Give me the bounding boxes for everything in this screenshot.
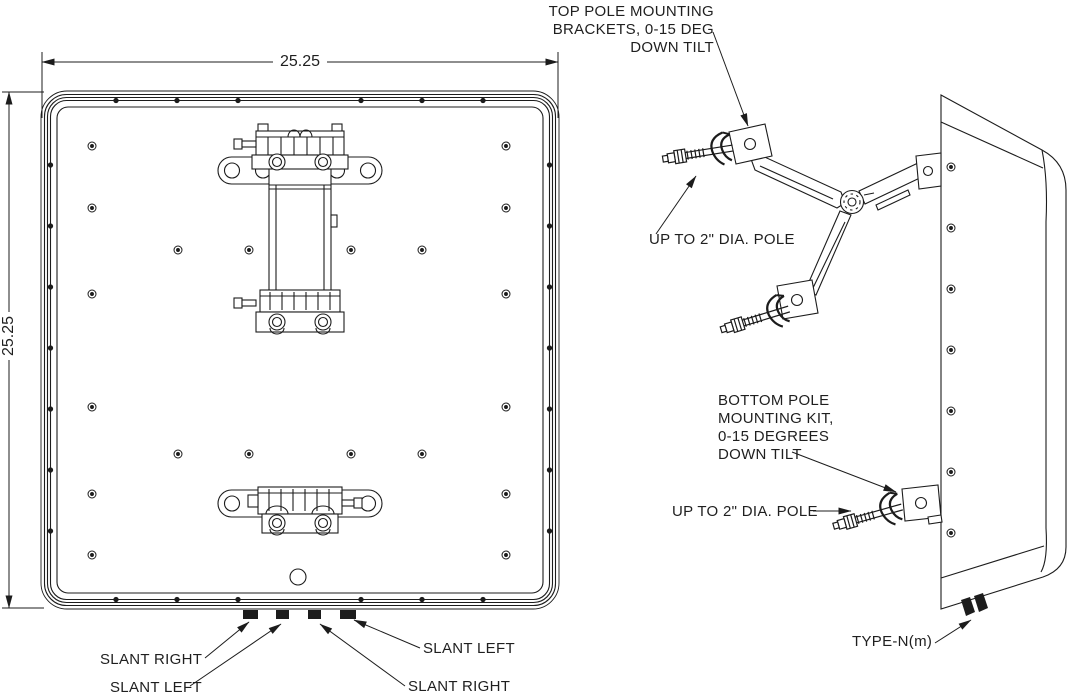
panel-side [940, 94, 1067, 610]
dimension-width-label: 25.25 [279, 53, 321, 70]
dimension-lines [2, 52, 559, 609]
drain-hole [289, 568, 307, 586]
slant-right-label-2: SLANT RIGHT [408, 678, 511, 695]
side-view [655, 31, 1067, 644]
rf-connectors-side [961, 593, 988, 616]
bottom-mount-bracket-front [217, 486, 383, 586]
top-pole-diameter-label: UP TO 2" DIA. POLE [649, 231, 795, 248]
leader-lines-side [655, 31, 972, 644]
rf-connectors-front [243, 610, 356, 619]
slant-left-label-1: SLANT LEFT [110, 679, 202, 696]
connector-slant-right-1 [243, 610, 258, 619]
bottom-pole-kit [827, 484, 943, 542]
type-n-connector [974, 593, 988, 612]
leader-lines-front [189, 619, 421, 687]
type-n-connector [961, 597, 975, 616]
slant-right-label-1: SLANT RIGHT [100, 651, 203, 668]
front-view [2, 52, 560, 687]
connector-slant-right-2 [308, 610, 321, 619]
side-screws [946, 162, 956, 538]
slant-left-label-2: SLANT LEFT [423, 640, 515, 657]
dimension-height-label: 25.25 [0, 315, 17, 357]
bottom-pole-clamp [827, 489, 908, 542]
rim-screws [47, 97, 553, 603]
face-rivets [87, 141, 511, 560]
bottom-pole-diameter-label: UP TO 2" DIA. POLE [672, 503, 818, 520]
top-pole-brackets-label: TOP POLE MOUNTING BRACKETS, 0-15 DEG DOW… [548, 3, 714, 56]
bottom-pole-kit-label: BOTTOM POLE MOUNTING KIT, 0-15 DEGREES D… [718, 392, 834, 463]
connector-slant-left-2 [340, 610, 356, 619]
type-n-label: TYPE-N(m) [852, 633, 933, 650]
upper-pole-clamp [659, 130, 737, 176]
connector-slant-left-1 [276, 610, 289, 619]
top-mount-bracket-front [217, 123, 383, 335]
top-pole-brackets [659, 123, 942, 346]
